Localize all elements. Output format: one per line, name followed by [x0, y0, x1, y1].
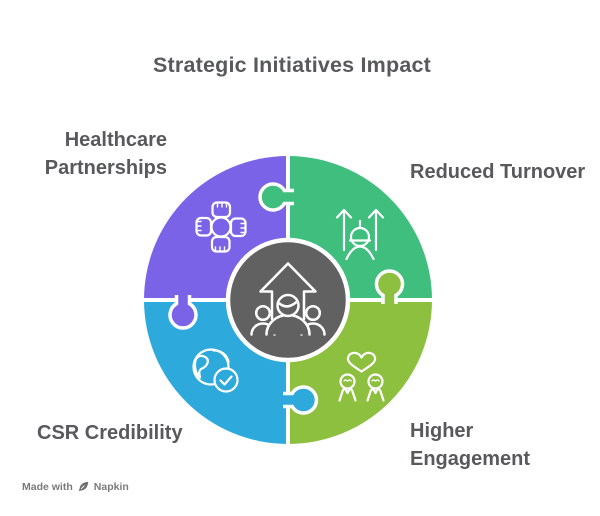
- label-csr-credibility: CSR Credibility: [37, 422, 183, 444]
- label-higher-engagement: Higher Engagement: [410, 420, 531, 470]
- label-healthcare-partnerships: Healthcare Partnerships: [44, 129, 167, 179]
- puzzle-tab-blue: [283, 385, 319, 415]
- employee-up-arrows-icon: [335, 208, 385, 261]
- people-heart-icon: [338, 351, 385, 402]
- watermark: Made with Napkin: [22, 480, 129, 493]
- globe-check-icon: [192, 348, 239, 393]
- team-growth-arrow-icon: [250, 262, 326, 336]
- label-reduced-turnover: Reduced Turnover: [410, 161, 586, 183]
- puzzle-tab-purple: [168, 295, 198, 330]
- puzzle-tab-lime: [374, 269, 405, 304]
- page-title: Strategic Initiatives Impact: [152, 53, 432, 77]
- hands-teamwork-icon: [195, 201, 247, 253]
- watermark-prefix: Made with: [22, 480, 73, 493]
- puzzle-tab-green: [258, 182, 294, 212]
- watermark-brand: Napkin: [93, 480, 129, 493]
- napkin-pen-icon: [78, 481, 88, 492]
